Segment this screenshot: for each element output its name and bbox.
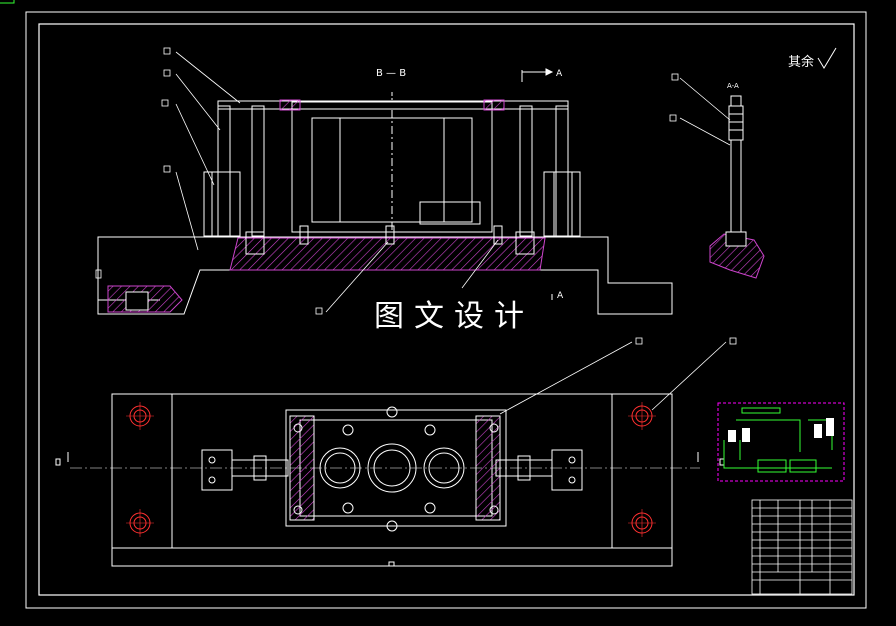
section-title: B — B <box>376 68 406 79</box>
bore-center <box>367 443 417 493</box>
roughness-symbol-icon <box>817 47 837 69</box>
plan-fixture-block <box>285 409 507 527</box>
watermark-text: 图文设计 <box>374 299 534 334</box>
section-view-bb <box>97 92 673 315</box>
inner-frame <box>38 23 855 596</box>
mounting-hole-icon <box>628 402 656 430</box>
section-arrow-top <box>521 68 554 82</box>
corner-mark <box>0 0 15 4</box>
section-arrow-top-label: A <box>556 69 563 79</box>
outer-frame <box>25 11 867 609</box>
plan-view <box>55 393 725 567</box>
balloons <box>95 47 737 345</box>
base-plate-outline <box>97 236 673 315</box>
leader-lines <box>175 51 731 313</box>
roughness-note: 其余 <box>788 54 814 70</box>
detail-title: A-A <box>727 82 739 90</box>
section-arrow-bottom-label: A <box>557 291 564 301</box>
bore-left <box>319 447 361 489</box>
mounting-hole-icon <box>126 402 154 430</box>
plan-leader-lines <box>499 341 727 415</box>
mounting-hole-icon <box>628 509 656 537</box>
bore-right <box>423 447 465 489</box>
hydraulic-schematic <box>717 402 845 482</box>
title-block <box>751 499 853 595</box>
mounting-hole-icon <box>126 509 154 537</box>
fixture-body <box>291 101 493 233</box>
top-clamp-beam <box>217 100 569 110</box>
detail-aa-view <box>709 95 765 279</box>
hatch-section-main <box>229 237 546 271</box>
mounting-holes <box>126 402 656 537</box>
